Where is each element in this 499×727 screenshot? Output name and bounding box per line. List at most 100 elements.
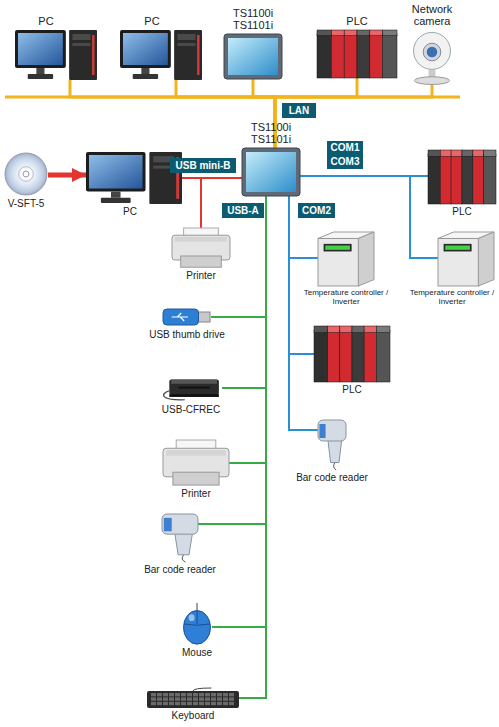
panel-part [242,148,300,196]
pc-part [89,155,143,189]
keyboard-part [193,702,198,705]
mouse-part [184,611,211,645]
pc-part [177,43,195,46]
plc-part [473,150,484,156]
keyboard-part [157,693,162,696]
barcode-part [175,532,193,555]
temp-icon [318,232,374,286]
panel-part [228,38,278,75]
barcode-part [164,518,172,531]
keyboard-part [199,693,204,696]
caption-block: TS1100i TS1101i [246,121,296,146]
connector-group [48,78,438,698]
keyboard-part [175,697,180,700]
device-node: USB-CFREC [160,374,222,402]
plc-part [440,154,451,204]
cfrec-part [171,380,217,384]
cfrec-part [169,380,219,395]
keyboard-part [187,697,192,700]
device-node: PLC [317,30,397,78]
caption-block: PC [26,15,66,28]
caption-block: USB-CFREC [151,404,231,416]
mouse-icon [182,603,212,645]
plc-part [462,150,473,156]
keyboard-part [169,702,174,705]
camera-icon [410,30,454,85]
pc-part [174,30,202,80]
cd-part [19,167,34,182]
keyboard-part [163,702,168,705]
printer-part [175,237,227,242]
connector [289,196,314,354]
keyboard-part [193,693,198,696]
keyboard-part [151,702,156,705]
caption-block: V-SFT-5 [0,198,56,210]
pc-part [15,30,66,68]
keyboard-part [181,693,186,696]
plc-part [383,34,397,78]
cfrec-part [169,394,219,397]
keyboard-part [187,702,192,705]
plc-part [364,330,376,382]
device-node: Mouse [182,603,212,645]
caption-block: Network camera [402,3,462,28]
temp-part [318,238,358,286]
connector [70,80,275,148]
device-node: Bar code reader [318,420,346,470]
plc-icon [317,30,397,78]
keyboard-part [151,697,156,700]
connector [289,196,318,430]
device-node: TS1100i TS1101i [224,34,282,79]
temp-part [325,246,350,250]
plc-part [331,34,344,78]
caption-block: TS1100i TS1101i [228,7,278,32]
keyboard-part [229,702,234,705]
temp-icon [438,232,494,286]
caption-block: USB thumb drive [137,329,237,341]
keyboard-part [229,693,234,696]
device-label: Printer [166,488,226,500]
panel-part [224,34,282,79]
plc-part [451,150,462,156]
pc-icon [86,152,182,204]
device-label: Mouse [167,647,227,659]
pc-part [72,43,90,46]
device-label: TS1100i TS1101i [246,121,296,146]
caption-block: Mouse [167,647,227,659]
device-node: Temperature controller / Inverter [318,232,374,286]
keyboard-part [163,697,168,700]
device-node: Printer [163,440,229,486]
keyboard-part [181,697,186,700]
device-node: PLC [428,150,496,204]
keyboard-part [175,693,180,696]
device-label: USB-CFREC [151,404,231,416]
keyboard-part [157,702,162,705]
cd-icon [4,152,48,196]
plc-part [370,34,383,78]
camera-part [414,32,451,69]
plc-part [317,30,331,36]
port-label: LAN [282,103,316,118]
keyboard-part [205,702,210,705]
pc-part [69,30,97,80]
device-node: Keyboard [147,688,239,708]
port-label: USB-A [222,203,264,218]
device-label: Printer [171,270,231,282]
caption-block: Temperature controller / Inverter [400,288,499,306]
device-label: Temperature controller / Inverter [294,288,398,306]
plc-part [484,154,496,204]
keyboard-part [211,702,216,705]
plc-part [352,326,364,333]
plc-part [473,154,484,204]
keyboard-part [199,697,204,700]
plc-part [484,150,496,156]
device-label: V-SFT-5 [0,198,56,210]
caption-block: Temperature controller / Inverter [294,288,398,306]
temp-part [324,244,352,252]
device-node: PLC [314,326,390,382]
device-node: PC [15,30,97,80]
printer-icon [172,228,230,268]
device-label: USB thumb drive [137,329,237,341]
